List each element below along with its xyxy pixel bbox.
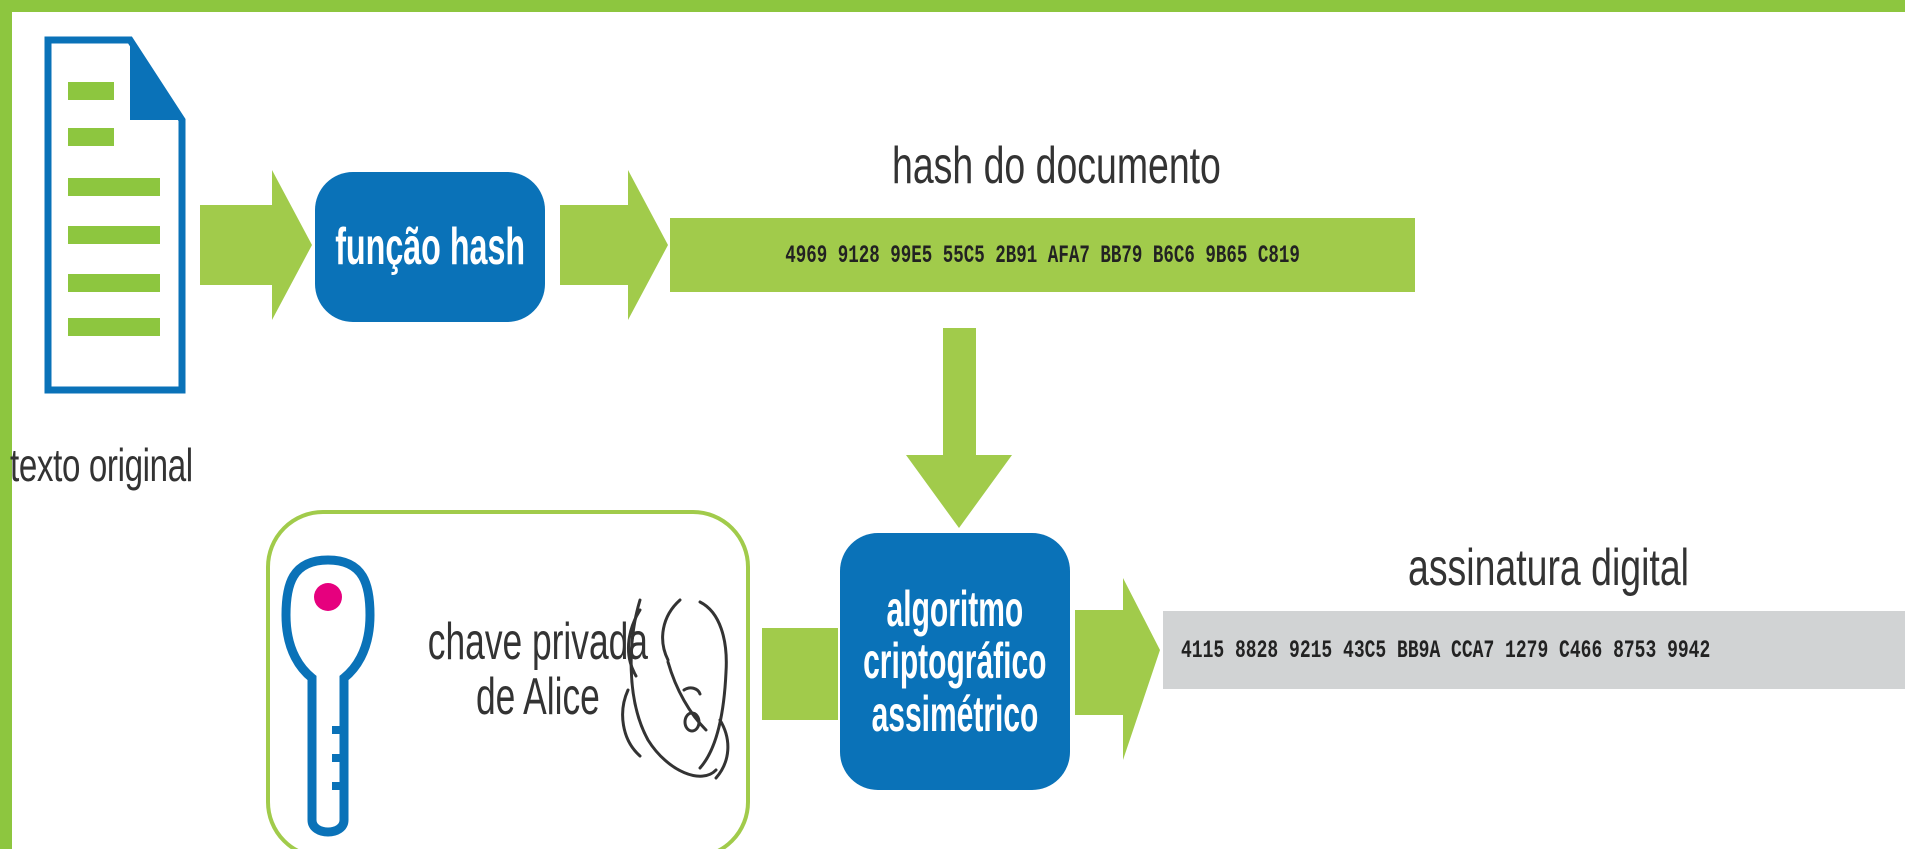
private-key-label: chave privada de Alice (376, 615, 700, 724)
algorithm-label-line1: algoritmo (886, 580, 1024, 637)
arrow-key-to-algorithm (762, 628, 838, 720)
arrow-doc-to-hash-function (200, 170, 312, 320)
algorithm-label-line3: assimétrico (871, 685, 1039, 742)
digital-signature-label: assinatura digital (1408, 539, 1689, 597)
hash-function-box: função hash (315, 172, 545, 322)
document-hash-value-bar: 4969 9128 99E5 55C5 2B91 AFA7 BB79 B6C6 … (670, 218, 1415, 292)
digital-signature-value-bar: 4115 8828 9215 43C5 BB9A CCA7 1279 C466 … (1163, 611, 1905, 689)
algorithm-label-line2: criptográfico (863, 633, 1047, 690)
document-icon (44, 36, 186, 394)
private-key-label-line1: chave privada (427, 613, 648, 671)
document-hash-label: hash do documento (892, 137, 1221, 195)
alice-face-icon (621, 598, 730, 780)
document-hash-value: 4969 9128 99E5 55C5 2B91 AFA7 BB79 B6C6 … (785, 240, 1300, 270)
private-key-container (266, 510, 750, 849)
original-text-label: texto original (10, 439, 193, 491)
arrow-hash-function-to-hash (560, 170, 668, 320)
digital-signature-value: 4115 8828 9215 43C5 BB9A CCA7 1279 C466 … (1181, 635, 1711, 665)
private-key-label-line2: de Alice (475, 667, 600, 726)
arrow-algorithm-to-signature (1075, 578, 1160, 760)
asymmetric-algorithm-box: algoritmo criptográfico assimétrico (840, 533, 1070, 790)
arrow-hash-to-algorithm (906, 328, 1012, 528)
hash-function-label: função hash (335, 218, 525, 276)
key-icon (281, 555, 375, 837)
